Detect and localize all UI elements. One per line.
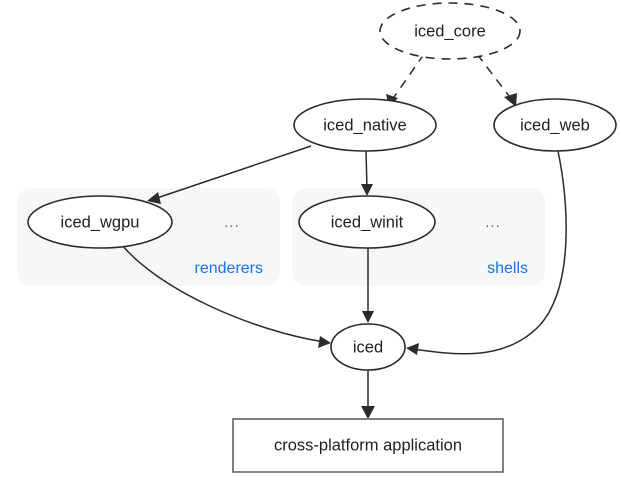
edge-iced-to-application-arrowhead — [361, 406, 375, 419]
edge-iced-core-to-iced-web-arrowhead — [504, 93, 517, 107]
node-iced-web-shape[interactable] — [493, 98, 617, 152]
cluster-shells-ellipsis: ... — [485, 214, 501, 231]
node-iced-shape[interactable] — [330, 323, 406, 371]
node-iced-web[interactable]: iced_web — [493, 98, 617, 152]
edge-iced-web-to-iced-arrowhead — [406, 343, 419, 355]
node-iced-core[interactable]: iced_core — [379, 2, 521, 60]
edge-iced-wgpu-to-iced-arrowhead — [318, 336, 331, 348]
node-iced-winit[interactable]: iced_winit — [298, 195, 436, 249]
edge-iced-native-to-iced-wgpu — [147, 145, 312, 204]
node-application-shape[interactable] — [232, 418, 504, 473]
edge-iced-web-to-iced-line — [412, 150, 567, 355]
node-iced-core-label: iced_core — [414, 22, 486, 40]
node-iced-label: iced — [353, 338, 383, 356]
edge-iced-wgpu-to-iced-line — [121, 244, 325, 343]
cluster-renderers-label: renderers — [195, 260, 263, 277]
node-iced-web-label: iced_web — [520, 116, 590, 134]
node-application[interactable]: cross-platform application — [232, 418, 504, 473]
node-iced-native[interactable]: iced_native — [293, 98, 437, 152]
edge-iced-native-to-iced-winit-arrowhead — [361, 184, 373, 196]
edge-iced-native-to-iced-wgpu-line — [153, 145, 312, 200]
edge-iced-native-to-iced-winit-line — [365, 150, 368, 190]
edge-iced-web-to-iced — [406, 150, 567, 355]
edge-iced-core-to-iced-web-line — [476, 53, 513, 101]
node-iced-native-shape[interactable] — [293, 98, 437, 152]
node-iced-wgpu-shape[interactable] — [27, 195, 173, 249]
edge-iced-to-application — [361, 370, 375, 419]
node-iced-native-label: iced_native — [323, 116, 406, 134]
cluster-renderers-ellipsis: ... — [224, 214, 240, 231]
node-iced[interactable]: iced — [330, 323, 406, 371]
node-iced-core-shape[interactable] — [379, 2, 521, 60]
edge-iced-winit-to-iced-arrowhead — [362, 311, 374, 323]
cluster-shells-label: shells — [487, 260, 528, 277]
edge-iced-native-to-iced-wgpu-arrowhead — [147, 192, 161, 204]
edge-iced-winit-to-iced — [362, 248, 374, 323]
node-iced-wgpu-label: iced_wgpu — [61, 213, 140, 231]
node-iced-wgpu[interactable]: iced_wgpu — [27, 195, 173, 249]
edge-iced-core-to-iced-native-line — [391, 53, 425, 101]
edge-iced-core-to-iced-native — [386, 53, 425, 107]
edge-iced-wgpu-to-iced — [121, 244, 331, 348]
edge-iced-core-to-iced-web — [476, 53, 517, 107]
node-application-label: cross-platform application — [274, 436, 462, 454]
node-iced-winit-shape[interactable] — [298, 195, 436, 249]
edge-iced-native-to-iced-winit — [361, 150, 373, 196]
node-iced-winit-label: iced_winit — [331, 213, 404, 231]
